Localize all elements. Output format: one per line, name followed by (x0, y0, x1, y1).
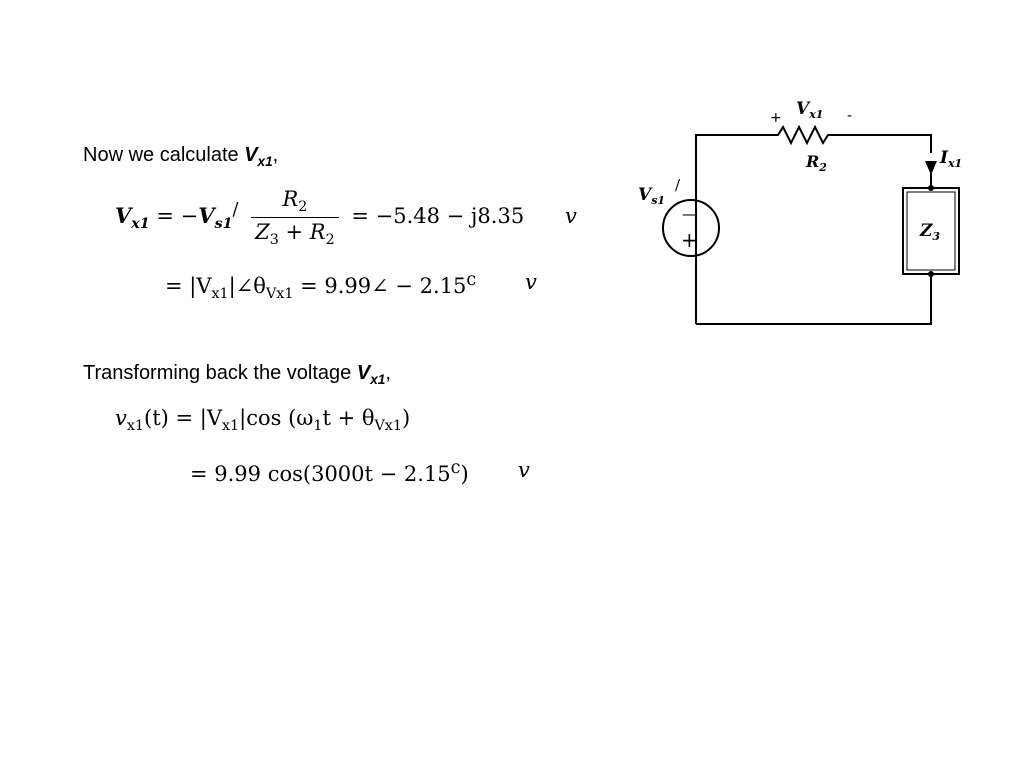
eq1-lhs: Vx1 (115, 203, 150, 233)
eq1-vs: Vs1 (198, 203, 233, 233)
eq1-denominator: Z3 + R2 (255, 220, 335, 249)
intro-comma: , (272, 144, 279, 166)
vx-label: Vx1 (796, 99, 823, 121)
current-arrow-icon (925, 161, 937, 175)
circuit-diagram: + - Vx1 R2 Ix1 Vs1 / Z3 — + (638, 99, 962, 325)
source-minus: — (682, 205, 697, 223)
intro-line: Now we calculate Vx1, (83, 144, 278, 169)
transform-line: Transforming back the voltage Vx1, (83, 362, 391, 387)
top-wire (695, 124, 932, 324)
eq2-unit: v (525, 270, 537, 294)
transform-comma: , (385, 362, 391, 384)
vx-plus-sign: + (770, 110, 782, 126)
equation-vx1-polar: = |Vx1|∠θVx1 = 9.99∠ − 2.15c (165, 270, 477, 303)
bottom-wire (696, 274, 932, 325)
eq1-numerator: R2 (251, 187, 339, 219)
intro-variable: Vx1 (244, 144, 273, 169)
source-plus: + (681, 228, 698, 252)
eq1-unit: v (565, 204, 577, 228)
node-dot-top (928, 185, 934, 191)
r2-label: R2 (805, 152, 827, 174)
z3-label: Z3 (919, 221, 940, 243)
eq1-phasor-mark: / (232, 200, 239, 221)
eq1-result: = −5.48 − j8.35 (351, 204, 525, 229)
ix-label: Ix1 (939, 148, 962, 170)
intro-text: Now we calculate (83, 144, 245, 166)
transform-text: Transforming back the voltage (83, 362, 357, 384)
voltage-source (662, 199, 720, 257)
vx-minus-sign: - (847, 108, 852, 124)
impedance-box-inner (906, 191, 956, 271)
transform-variable: Vx1 (356, 362, 386, 387)
vs-label: Vs1 (638, 185, 665, 207)
node-dot-bottom (928, 271, 934, 277)
eq1-fraction: R2 Z3 + R2 (251, 187, 339, 248)
equation-time-domain: vx1(t) = |Vx1|cos (ω1t + θVx1) (115, 406, 411, 435)
eq4-unit: v (518, 458, 530, 482)
equation-time-result: = 9.99 cos(3000t − 2.15c) (190, 458, 469, 486)
vs-phasor-mark: / (675, 176, 681, 194)
equation-vx1-fraction: Vx1 = −Vs1/ R2 Z3 + R2 = −5.48 − j8.35 (115, 187, 525, 249)
